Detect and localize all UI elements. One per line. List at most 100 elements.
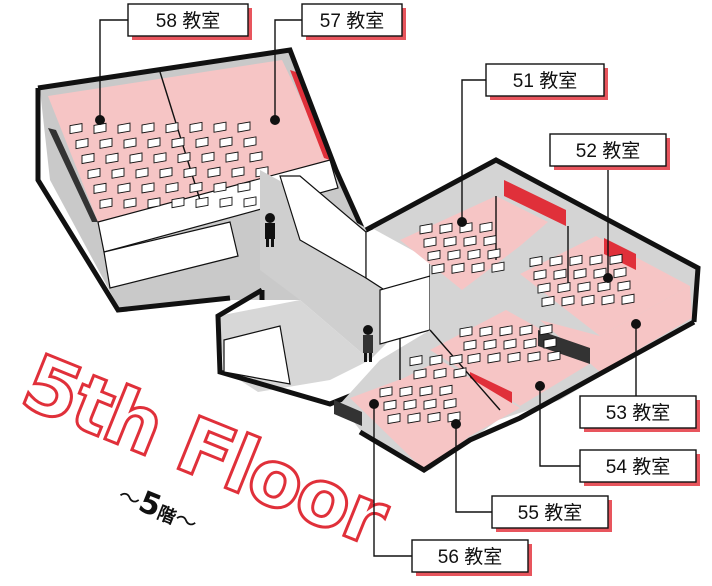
desk	[129, 152, 143, 164]
desk	[483, 235, 497, 247]
desk	[105, 152, 119, 164]
label-51[interactable]: 51 教室	[485, 63, 608, 100]
label-53[interactable]: 53 教室	[579, 395, 700, 432]
desk	[593, 267, 607, 279]
desks-right-rooms	[379, 221, 635, 425]
desk	[537, 282, 551, 294]
label-57-text: 57 教室	[320, 10, 384, 32]
left-building	[35, 47, 365, 313]
room-57-whiteboard	[290, 70, 330, 160]
desk	[403, 399, 417, 411]
desk	[243, 136, 257, 148]
desk	[111, 167, 125, 179]
central-corridor	[215, 170, 431, 407]
desk	[443, 236, 457, 248]
desk	[483, 339, 497, 351]
desk	[213, 121, 227, 133]
desk	[237, 181, 251, 193]
desk	[407, 412, 421, 424]
desk	[123, 197, 137, 209]
desk	[549, 255, 563, 267]
desk	[171, 137, 185, 149]
leader-58	[99, 19, 128, 118]
marker-52	[603, 273, 613, 283]
desk	[467, 352, 481, 365]
student-figure-2	[363, 325, 373, 362]
desk	[569, 254, 583, 267]
desk	[459, 326, 473, 338]
desk	[609, 253, 623, 265]
desk	[75, 137, 89, 150]
desk	[433, 367, 447, 380]
room-56-floor	[350, 378, 470, 470]
desk	[135, 167, 149, 179]
desk	[621, 293, 635, 305]
room-58-floor	[48, 60, 330, 222]
desk	[597, 280, 611, 293]
desk	[463, 339, 477, 351]
desk	[529, 255, 543, 268]
desk	[577, 281, 591, 293]
label-55-text: 55 教室	[518, 502, 582, 524]
label-58-text: 58 教室	[156, 10, 220, 32]
desk	[249, 151, 263, 163]
desk	[507, 351, 521, 363]
label-55[interactable]: 55 教室	[491, 495, 612, 532]
desk	[147, 137, 161, 149]
desk	[81, 152, 95, 165]
desk	[553, 268, 567, 280]
desk	[159, 167, 173, 179]
desk	[219, 196, 233, 208]
desk	[195, 196, 209, 208]
desk	[383, 399, 397, 411]
desk	[439, 222, 453, 234]
desk	[189, 181, 203, 194]
desk	[581, 294, 595, 306]
desks-room-58	[69, 121, 281, 209]
desk	[617, 280, 631, 292]
marker-56	[369, 399, 379, 409]
desk	[219, 136, 233, 148]
leader-56	[373, 404, 412, 557]
label-54[interactable]: 54 教室	[579, 449, 700, 486]
desk	[399, 385, 413, 397]
desk	[207, 166, 221, 178]
marker-57	[270, 115, 280, 125]
label-52[interactable]: 52 教室	[549, 133, 670, 170]
desk	[557, 281, 571, 294]
desk	[503, 338, 517, 350]
desk	[153, 152, 167, 164]
desk	[449, 354, 463, 366]
label-57[interactable]: 57 教室	[301, 3, 406, 40]
desk	[231, 166, 245, 178]
label-53-text: 53 教室	[606, 402, 670, 424]
desk	[533, 269, 547, 281]
desk	[527, 351, 541, 363]
desk	[463, 235, 477, 247]
desk	[99, 197, 113, 209]
marker-55	[451, 419, 461, 429]
label-58[interactable]: 58 教室	[127, 3, 252, 40]
desk	[419, 223, 433, 235]
room-markers	[95, 115, 641, 429]
leader-55	[455, 424, 492, 513]
desk	[409, 355, 423, 367]
desk	[171, 197, 185, 209]
desk	[471, 262, 485, 274]
desk	[147, 197, 161, 209]
desk	[413, 368, 427, 380]
desk	[589, 254, 603, 266]
desk	[539, 324, 553, 336]
label-52-text: 52 教室	[576, 140, 640, 162]
desk	[439, 384, 453, 396]
desk	[195, 136, 209, 148]
desk	[141, 182, 155, 194]
desk	[561, 295, 575, 307]
desk	[123, 137, 137, 149]
desk	[69, 123, 83, 135]
desk	[423, 236, 437, 248]
desk	[165, 122, 179, 134]
desk	[427, 249, 441, 262]
label-56[interactable]: 56 教室	[411, 539, 532, 576]
